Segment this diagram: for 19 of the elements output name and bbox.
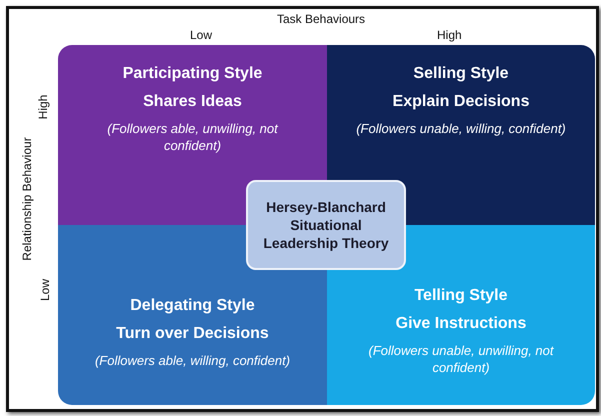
axis-tick-label: Low [38, 278, 52, 304]
style-subheading: Give Instructions [396, 315, 526, 333]
style-heading: Selling Style [413, 65, 509, 83]
follower-note: (Followers able, willing, confident) [94, 353, 290, 370]
center-box: Hersey-Blanchard Situational Leadership Theory [246, 180, 406, 270]
style-subheading: Explain Decisions [392, 93, 530, 111]
style-heading: Participating Style [122, 65, 262, 83]
axis-tick-label: High [437, 28, 462, 42]
follower-note: (Followers unable, willing, confident) [356, 121, 566, 138]
axis-title: Task Behaviours [277, 12, 366, 26]
follower-note: (Followers able, unwilling, not confident) [106, 121, 280, 155]
style-subheading: Turn over Decisions [116, 325, 269, 343]
style-heading: Delegating Style [130, 297, 255, 315]
style-heading: Telling Style [414, 287, 508, 305]
axis-tick-label: High [36, 94, 50, 122]
style-subheading: Shares Ideas [143, 93, 242, 111]
axis-tick-label: Low [190, 28, 212, 42]
axis-title: Relationship Behaviour [20, 136, 34, 263]
follower-note: (Followers unable, unwilling, not confident) [368, 343, 555, 377]
